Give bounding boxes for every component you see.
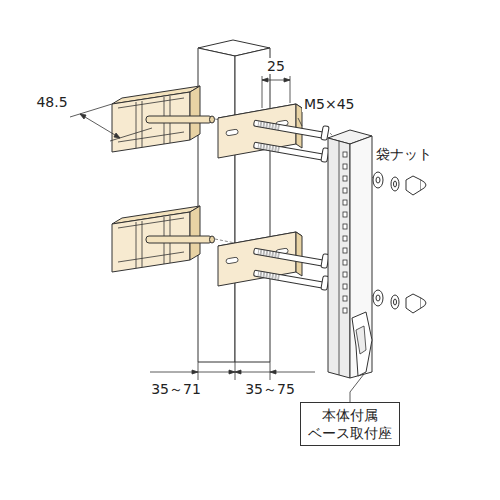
mount-hole — [343, 308, 347, 313]
mount-hole — [343, 200, 347, 205]
mount-hole — [343, 260, 347, 265]
mount-hole — [343, 224, 347, 229]
mount-hole — [343, 152, 347, 157]
bolt-size-label: M5×45 — [302, 96, 357, 112]
mount-hole — [343, 248, 347, 253]
mount-hole — [343, 212, 347, 217]
dimension-label: 35～71 — [149, 381, 203, 397]
callout-box: 本体付属 ベース取付座 — [300, 402, 400, 446]
mount-hole — [343, 164, 347, 169]
mount-hole — [343, 236, 347, 241]
mount-hole — [343, 296, 347, 301]
callout-text: 本体付属 ベース取付座 — [307, 406, 393, 442]
dimension-label: 25 — [265, 58, 287, 74]
mount-hole — [343, 188, 347, 193]
mount-hole — [343, 176, 347, 181]
dimension-label: 35～75 — [243, 381, 297, 397]
mount-hole — [343, 272, 347, 277]
mount-hole — [343, 284, 347, 289]
dimension-label: 48.5 — [34, 94, 69, 110]
part-name: 袋ナット — [374, 146, 434, 162]
